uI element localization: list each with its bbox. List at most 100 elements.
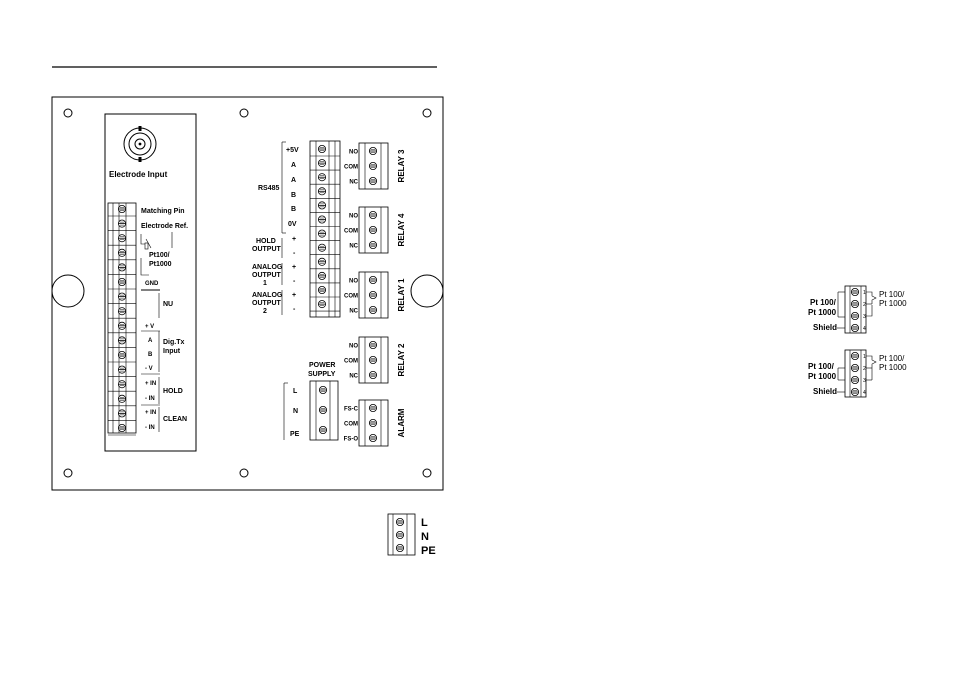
pt-sensor-symbol bbox=[140, 232, 173, 276]
terminal-screw bbox=[318, 425, 328, 435]
pt2-right-line1: Pt 100/ bbox=[879, 354, 905, 363]
terminal-screw bbox=[368, 305, 378, 315]
rs485-pin-5: B bbox=[291, 206, 296, 213]
terminal-screw bbox=[118, 234, 126, 243]
pt2-right-line2: Pt 1000 bbox=[879, 363, 907, 372]
hold-output-minus: - bbox=[293, 250, 296, 257]
relay-block-2: NO COM NC RELAY 4 bbox=[344, 206, 406, 254]
relay-pin-label: NC bbox=[349, 374, 358, 380]
terminal-screw bbox=[118, 321, 126, 330]
terminal-screw bbox=[317, 187, 327, 196]
nu-label: NU bbox=[163, 301, 173, 308]
rs485-label: RS485 bbox=[258, 185, 280, 192]
electrode-input-label: Electrode Input bbox=[109, 170, 168, 179]
terminal-screw bbox=[317, 257, 327, 266]
clean-minus-label: - IN bbox=[145, 425, 155, 431]
terminal-screw bbox=[368, 225, 378, 235]
relay-pin-label: NC bbox=[349, 244, 358, 250]
relay-pin-label: COM bbox=[344, 359, 358, 365]
relay-pin-label: COM bbox=[344, 229, 358, 235]
terminal-screw bbox=[368, 418, 378, 428]
relay-pin-label: NO bbox=[349, 344, 358, 350]
terminal-screw bbox=[368, 146, 378, 156]
input-terminal-screws bbox=[108, 204, 136, 436]
relay-pin-label: NO bbox=[349, 214, 358, 220]
relay-pin-label: FS-O bbox=[344, 437, 359, 443]
matching-pin-label: Matching Pin bbox=[141, 208, 185, 215]
terminal-screw bbox=[118, 292, 126, 301]
gnd-label: GND bbox=[145, 281, 159, 287]
power-bracket bbox=[283, 382, 288, 440]
terminal-screw bbox=[118, 263, 126, 272]
analog1-minus: - bbox=[293, 278, 296, 285]
pt1-num-3: 3 bbox=[863, 314, 866, 320]
terminal-screw bbox=[368, 210, 378, 220]
terminal-screw bbox=[318, 385, 328, 395]
pt1-left-line2: Pt 1000 bbox=[808, 308, 837, 317]
terminal-screw bbox=[317, 215, 327, 224]
plus-v-label: + V bbox=[145, 324, 154, 330]
rs485-pin-1: +5V bbox=[286, 147, 299, 154]
rs485-bracket bbox=[281, 141, 286, 315]
b-label: B bbox=[148, 352, 153, 358]
pt2-num-3: 3 bbox=[863, 378, 866, 384]
pt2-num-1: 1 bbox=[863, 354, 866, 360]
pt-label-line1: Pt100/ bbox=[149, 252, 170, 259]
analog1-line3: 1 bbox=[263, 280, 267, 287]
terminal-screw bbox=[118, 307, 126, 316]
terminal-screw bbox=[118, 248, 126, 257]
analog2-line2: OUTPUT bbox=[252, 300, 282, 307]
relay-pin-label: COM bbox=[344, 422, 358, 428]
terminal-screw bbox=[368, 275, 378, 285]
terminal-screw bbox=[318, 405, 328, 415]
bnc-connector-icon bbox=[123, 126, 157, 162]
relay-pin-label: COM bbox=[344, 165, 358, 171]
pt-wiring-detail-2 bbox=[837, 349, 877, 398]
relay-pin-label: COM bbox=[344, 294, 358, 300]
terminal-screw bbox=[118, 219, 126, 228]
terminal-screw bbox=[317, 285, 327, 295]
hold-label: HOLD bbox=[163, 388, 183, 395]
terminal-screw bbox=[368, 240, 378, 250]
terminal-screw bbox=[317, 201, 327, 210]
minus-v-label: - V bbox=[145, 366, 153, 372]
terminal-screw bbox=[118, 204, 126, 214]
terminal-screw bbox=[118, 277, 126, 287]
lnpe-terminal-icon bbox=[387, 513, 416, 556]
hold-output-line1: HOLD bbox=[256, 238, 276, 245]
analog1-line2: OUTPUT bbox=[252, 272, 282, 279]
relay-pin-label: FS-C bbox=[344, 407, 359, 413]
pt1-right-line2: Pt 1000 bbox=[879, 299, 907, 308]
electrode-ref-label: Electrode Ref. bbox=[141, 223, 188, 230]
legend-pe: PE bbox=[421, 545, 436, 557]
rs485-pin-6: 0V bbox=[288, 221, 297, 228]
relay-label: RELAY 4 bbox=[397, 213, 406, 246]
power-pin-pe: PE bbox=[290, 431, 300, 438]
terminal-screw bbox=[118, 350, 126, 360]
mounting-holes bbox=[51, 108, 444, 478]
pt1-num-2: 2 bbox=[863, 302, 866, 308]
pt-wiring-detail-1 bbox=[837, 285, 877, 334]
hold-plus-label: + IN bbox=[145, 381, 156, 387]
terminal-screw bbox=[368, 403, 378, 413]
main-terminal-screws bbox=[310, 144, 340, 312]
a-label: A bbox=[148, 338, 153, 344]
terminal-screw bbox=[118, 336, 126, 345]
analog1-line1: ANALOG bbox=[252, 264, 283, 271]
rs485-pin-4: B bbox=[291, 192, 296, 199]
digtx-label-line2: Input bbox=[163, 348, 181, 355]
clean-label: CLEAN bbox=[163, 416, 187, 423]
legend-l: L bbox=[421, 517, 428, 529]
terminal-screw bbox=[317, 300, 327, 309]
terminal-screw bbox=[118, 394, 126, 403]
power-supply-line1: POWER bbox=[309, 362, 335, 369]
terminal-screw bbox=[317, 229, 327, 238]
terminal-screw bbox=[368, 161, 378, 171]
pt1-num-1: 1 bbox=[863, 290, 866, 296]
pt1-num-4: 4 bbox=[863, 326, 866, 332]
terminal-screw bbox=[317, 271, 327, 280]
hold-output-plus: + bbox=[292, 236, 296, 243]
